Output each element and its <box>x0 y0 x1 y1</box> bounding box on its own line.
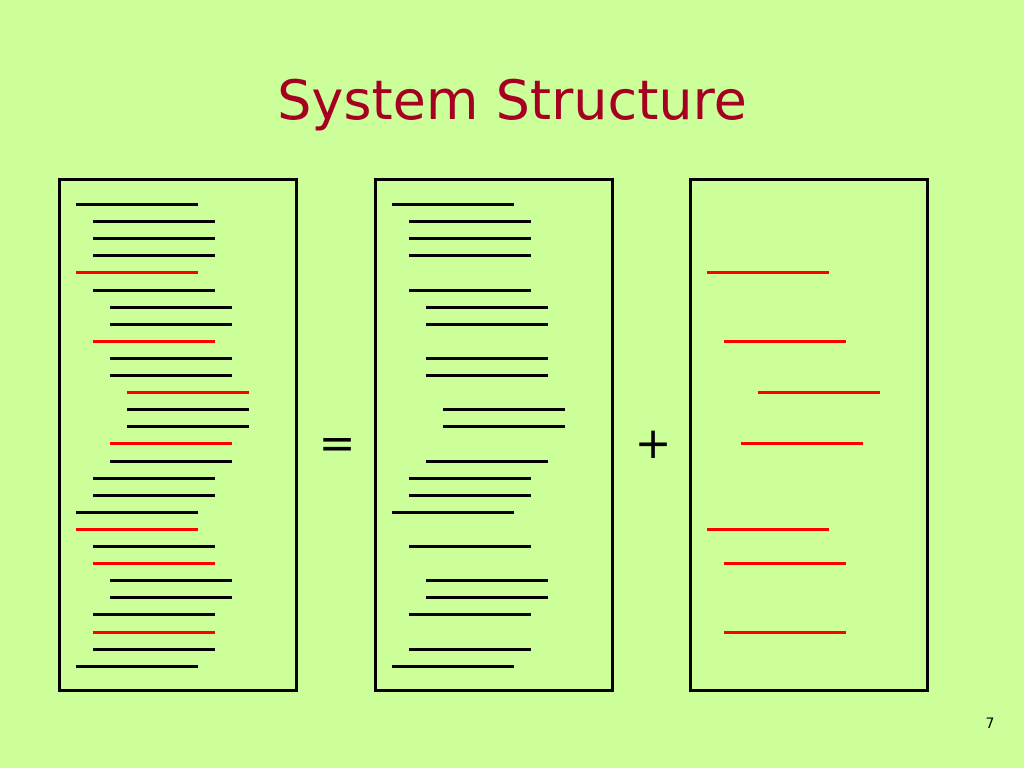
highlighted-line <box>707 271 829 275</box>
code-line <box>110 459 232 463</box>
code-line <box>409 288 531 292</box>
plus-sign: + <box>634 418 672 469</box>
code-line <box>392 664 514 668</box>
code-line <box>409 545 531 548</box>
code-line <box>76 203 198 206</box>
code-line <box>392 203 514 206</box>
code-line <box>110 356 232 360</box>
code-line <box>426 579 548 583</box>
extension-part-panel <box>689 178 929 692</box>
code-line <box>110 374 232 377</box>
equals-sign: = <box>318 418 356 469</box>
code-line <box>93 647 215 651</box>
highlighted-line <box>93 562 215 566</box>
highlighted-line <box>93 339 215 343</box>
code-line <box>426 305 548 309</box>
highlighted-line <box>724 630 846 634</box>
code-line <box>409 237 531 241</box>
code-line <box>409 254 531 258</box>
code-line <box>93 220 215 224</box>
code-line <box>127 408 249 412</box>
code-line <box>426 459 548 463</box>
code-line <box>443 408 565 412</box>
highlighted-line <box>76 527 198 531</box>
code-line <box>93 476 215 480</box>
code-line <box>76 664 198 668</box>
code-line <box>392 510 514 514</box>
code-line <box>409 476 531 480</box>
code-line <box>93 613 215 617</box>
code-line <box>409 613 531 617</box>
highlighted-line <box>76 271 198 275</box>
code-line <box>409 220 531 224</box>
highlighted-line <box>724 562 846 566</box>
highlighted-line <box>127 391 249 395</box>
code-line <box>443 425 565 429</box>
code-line <box>93 288 215 292</box>
highlighted-line <box>758 391 880 395</box>
code-line <box>93 254 215 258</box>
base-part-panel <box>374 178 614 692</box>
code-line <box>409 493 531 497</box>
highlighted-line <box>724 339 846 343</box>
code-line <box>110 322 232 326</box>
code-line <box>426 374 548 377</box>
code-line <box>426 322 548 326</box>
code-line <box>93 493 215 497</box>
code-line <box>409 647 531 651</box>
highlighted-line <box>93 630 215 634</box>
slide-title: System Structure <box>277 69 747 132</box>
page-number: 7 <box>985 716 995 732</box>
code-line <box>76 510 198 514</box>
highlighted-line <box>741 442 863 446</box>
code-line <box>127 425 249 429</box>
code-line <box>426 356 548 360</box>
code-line <box>110 596 232 600</box>
code-line <box>93 545 215 548</box>
highlighted-line <box>707 527 829 531</box>
code-line <box>110 579 232 583</box>
code-line <box>110 305 232 309</box>
full-system-panel <box>58 178 298 692</box>
highlighted-line <box>110 442 232 446</box>
code-line <box>426 596 548 600</box>
code-line <box>93 237 215 241</box>
